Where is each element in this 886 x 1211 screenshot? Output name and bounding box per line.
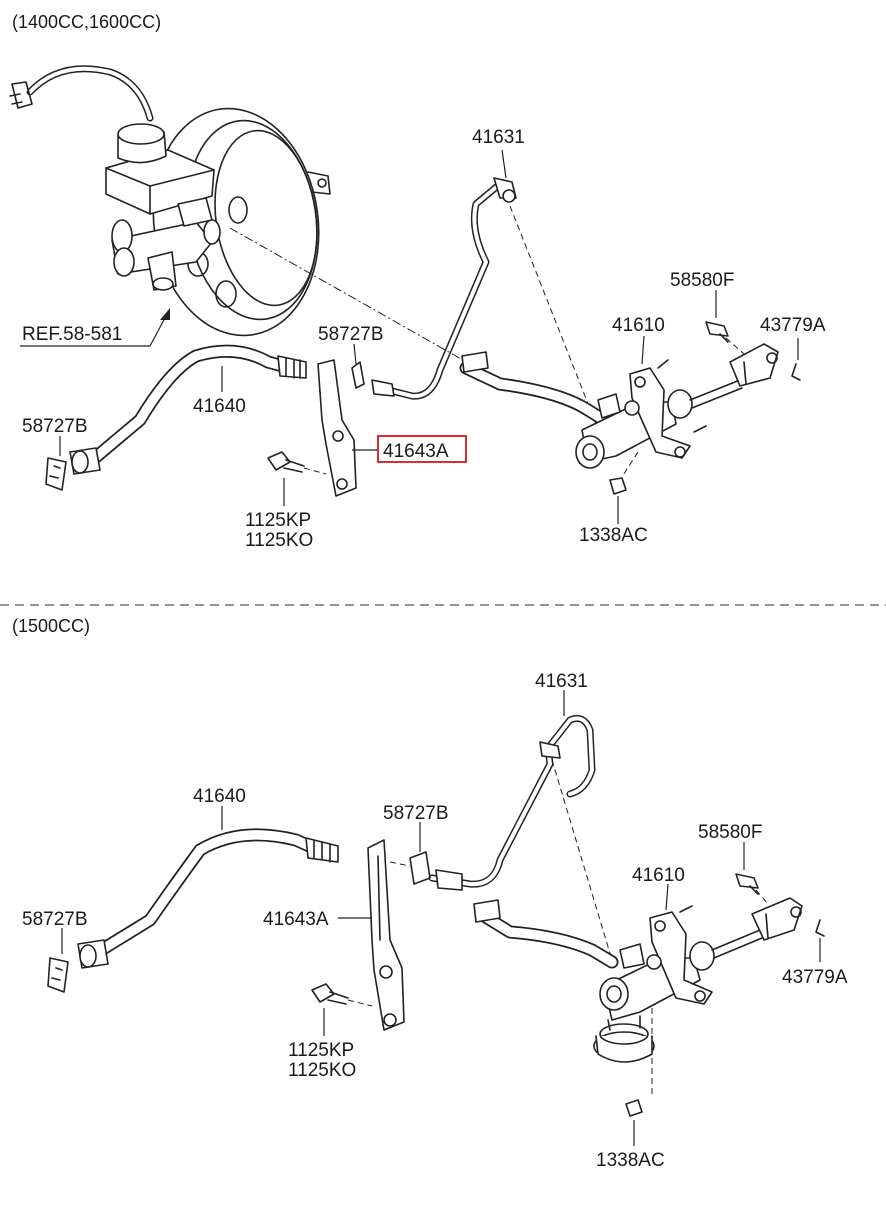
- label-nut-top: 1338AC: [579, 525, 648, 546]
- label-pin-top: 58580F: [670, 270, 734, 291]
- clip-58727b-mid-top: 58727B: [318, 324, 384, 389]
- label-nut-bottom: 1338AC: [596, 1150, 665, 1171]
- pipe-41631-top: 41631: [371, 127, 525, 400]
- highlight-box: [377, 435, 467, 463]
- label-pin-bottom: 58580F: [698, 822, 762, 843]
- bracket-41643a-bottom: 41643A: [263, 839, 405, 1031]
- pin-58580f-bottom: 58580F: [698, 822, 769, 905]
- hose-41640-top: 41640: [69, 344, 307, 475]
- clutch-master-cylinder-top: 41610: [459, 315, 743, 481]
- label-master-cyl-top: 41610: [612, 315, 665, 336]
- label-clip-mid-bottom: 58727B: [383, 803, 449, 824]
- clip-58727b-left-top: 58727B: [22, 416, 88, 491]
- clip-58727b-left-bottom: 58727B: [22, 909, 88, 993]
- nut-1338ac-bottom: 1338AC: [596, 1099, 665, 1171]
- label-clip-pin-bottom: 43779A: [782, 967, 848, 988]
- label-bolt-b-bottom: 1125KO: [288, 1060, 356, 1081]
- label-clip-mid-top: 58727B: [318, 324, 384, 345]
- clutch-master-cylinder-bottom: 41610: [473, 865, 763, 1094]
- clip-pin-43779a-top: 43779A: [760, 315, 826, 381]
- label-bracket-top[interactable]: 41643A: [383, 441, 449, 462]
- bolt-1125kp-top: 1125KP 1125KO: [245, 451, 327, 551]
- pipe-41631-bottom: 41631: [428, 671, 596, 891]
- label-master-cyl-bottom: 41610: [632, 865, 685, 886]
- clevis-bottom: [751, 897, 803, 941]
- nut-1338ac-top: 1338AC: [579, 477, 648, 546]
- clip-pin-43779a-bottom: 43779A: [782, 919, 848, 988]
- brake-booster-assembly: [9, 65, 331, 337]
- pin-58580f-top: 58580F: [670, 270, 745, 355]
- section-title-top: (1400CC,1600CC): [12, 12, 161, 32]
- clip-58727b-mid-bottom: 58727B: [383, 803, 449, 885]
- label-ref: REF.58-581: [22, 324, 122, 345]
- label-hose-bottom: 41640: [193, 786, 246, 807]
- label-bolt-b-top: 1125KO: [245, 530, 313, 551]
- section-title-bottom: (1500CC): [12, 616, 90, 636]
- clevis-top: [729, 343, 779, 387]
- label-bolt-a-top: 1125KP: [245, 510, 311, 531]
- bracket-41643a-top: 41643A: [317, 359, 467, 497]
- bolt-1125kp-bottom: 1125KP 1125KO: [288, 983, 373, 1081]
- label-clip-left-top: 58727B: [22, 416, 88, 437]
- ref-leader: REF.58-581: [20, 308, 170, 347]
- label-pipe-top: 41631: [472, 127, 525, 148]
- label-bracket-bottom: 41643A: [263, 909, 329, 930]
- label-bolt-a-bottom: 1125KP: [288, 1040, 354, 1061]
- hose-41640-bottom: 41640: [77, 786, 339, 969]
- label-clip-pin-top: 43779A: [760, 315, 826, 336]
- label-clip-left-bottom: 58727B: [22, 909, 88, 930]
- label-pipe-bottom: 41631: [535, 671, 588, 692]
- label-hose-top: 41640: [193, 396, 246, 417]
